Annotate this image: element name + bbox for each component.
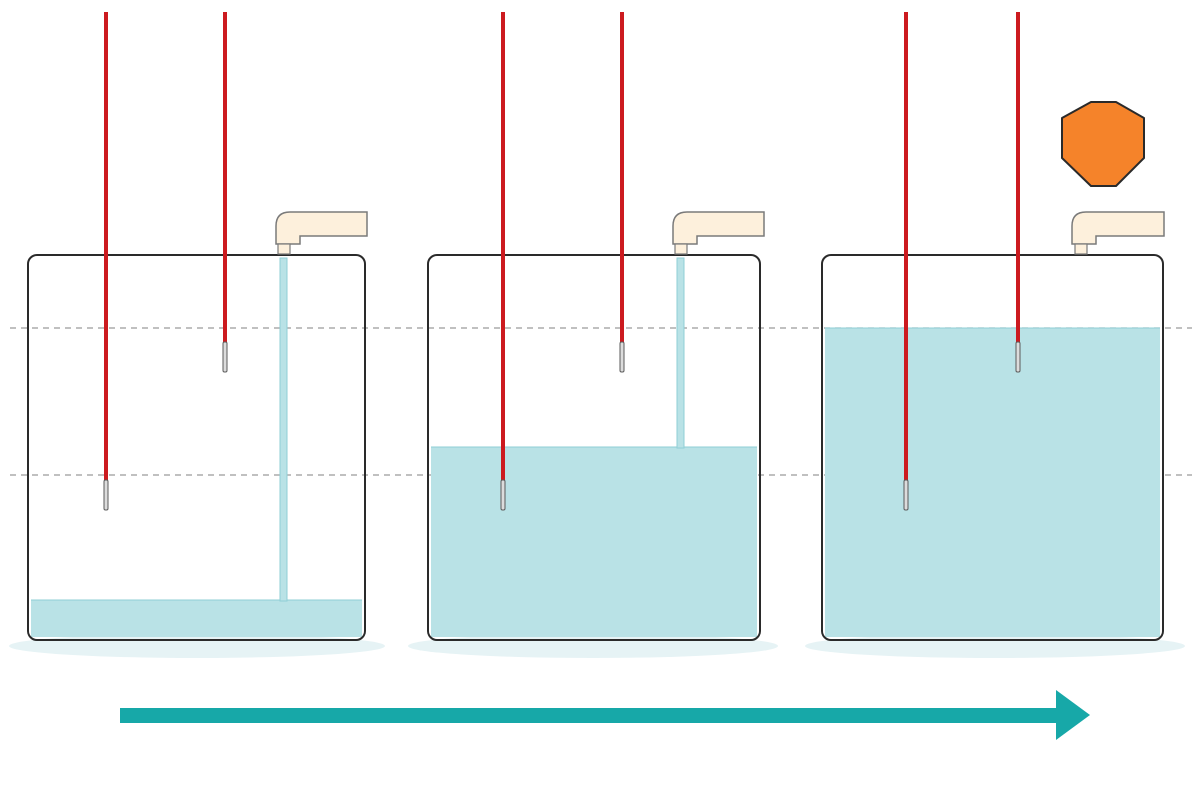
tank-shadow [408,634,778,658]
tank-outline [427,254,761,641]
faucet [1071,211,1165,255]
low-level-probe-tip [500,479,506,511]
high-level-probe-tip [222,341,228,373]
progress-arrow-shaft [120,708,1060,723]
water-fill [825,328,1160,637]
faucet [672,211,765,255]
stop-signal-icon [1061,101,1145,187]
faucet-nozzle [674,243,688,255]
faucet [275,211,368,255]
tank-outline [821,254,1164,641]
water-stream [676,257,685,449]
water-fill [431,447,757,637]
tank-stage-1 [9,12,385,658]
high-level-probe-tip [619,341,625,373]
tank-stage-2 [408,12,778,658]
faucet-nozzle [277,243,291,255]
tank-stage-3 [805,12,1185,658]
water-fill [31,600,362,637]
high-level-probe-tip [1015,341,1021,373]
faucet-nozzle [1074,243,1088,255]
progress-arrow [120,690,1090,740]
tank-shadow [9,634,385,658]
water-stream [279,257,288,602]
low-level-probe-tip [103,479,109,511]
low-level-probe-tip [903,479,909,511]
tank-outline [27,254,366,641]
tank-shadow [805,634,1185,658]
progress-arrow-head [1056,690,1090,740]
